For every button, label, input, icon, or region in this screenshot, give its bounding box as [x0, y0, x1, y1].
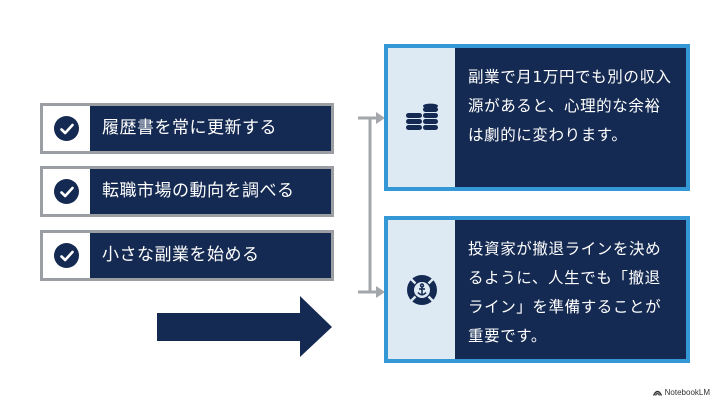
notebooklm-logo-icon [652, 390, 662, 396]
check-circle-icon [54, 243, 79, 268]
check-circle-icon [54, 179, 79, 204]
watermark: NotebookLM [652, 388, 710, 397]
info-card-text: 副業で月1万円でも別の収入源があると、心理的な余裕は劇的に変わります。 [455, 48, 686, 187]
checklist-label: 小さな副業を始める [90, 233, 331, 278]
connector-arrowhead-bottom [376, 286, 385, 298]
info-card-text: 投資家が撤退ラインを決めるように、人生でも「撤退ライン」を準備することが重要です… [455, 220, 686, 359]
info-card-exit-line: 投資家が撤退ラインを決めるように、人生でも「撤退ライン」を準備することが重要です… [384, 216, 690, 363]
watermark-text: NotebookLM [664, 388, 710, 397]
checklist-item: 転職市場の動向を調べる [40, 166, 334, 217]
info-card-income: 副業で月1万円でも別の収入源があると、心理的な余裕は劇的に変わります。 [384, 44, 690, 191]
checklist-item: 履歴書を常に更新する [40, 103, 334, 154]
check-circle-icon [54, 116, 79, 141]
checklist-label: 転職市場の動向を調べる [90, 169, 331, 214]
coin-stack-icon [405, 103, 438, 130]
big-arrow [157, 296, 332, 357]
checklist-item: 小さな副業を始める [40, 230, 334, 281]
checklist-label: 履歴書を常に更新する [90, 106, 331, 151]
life-ring-icon [406, 274, 437, 305]
connector-arrowhead-top [376, 112, 385, 124]
connector-bracket [358, 116, 372, 294]
